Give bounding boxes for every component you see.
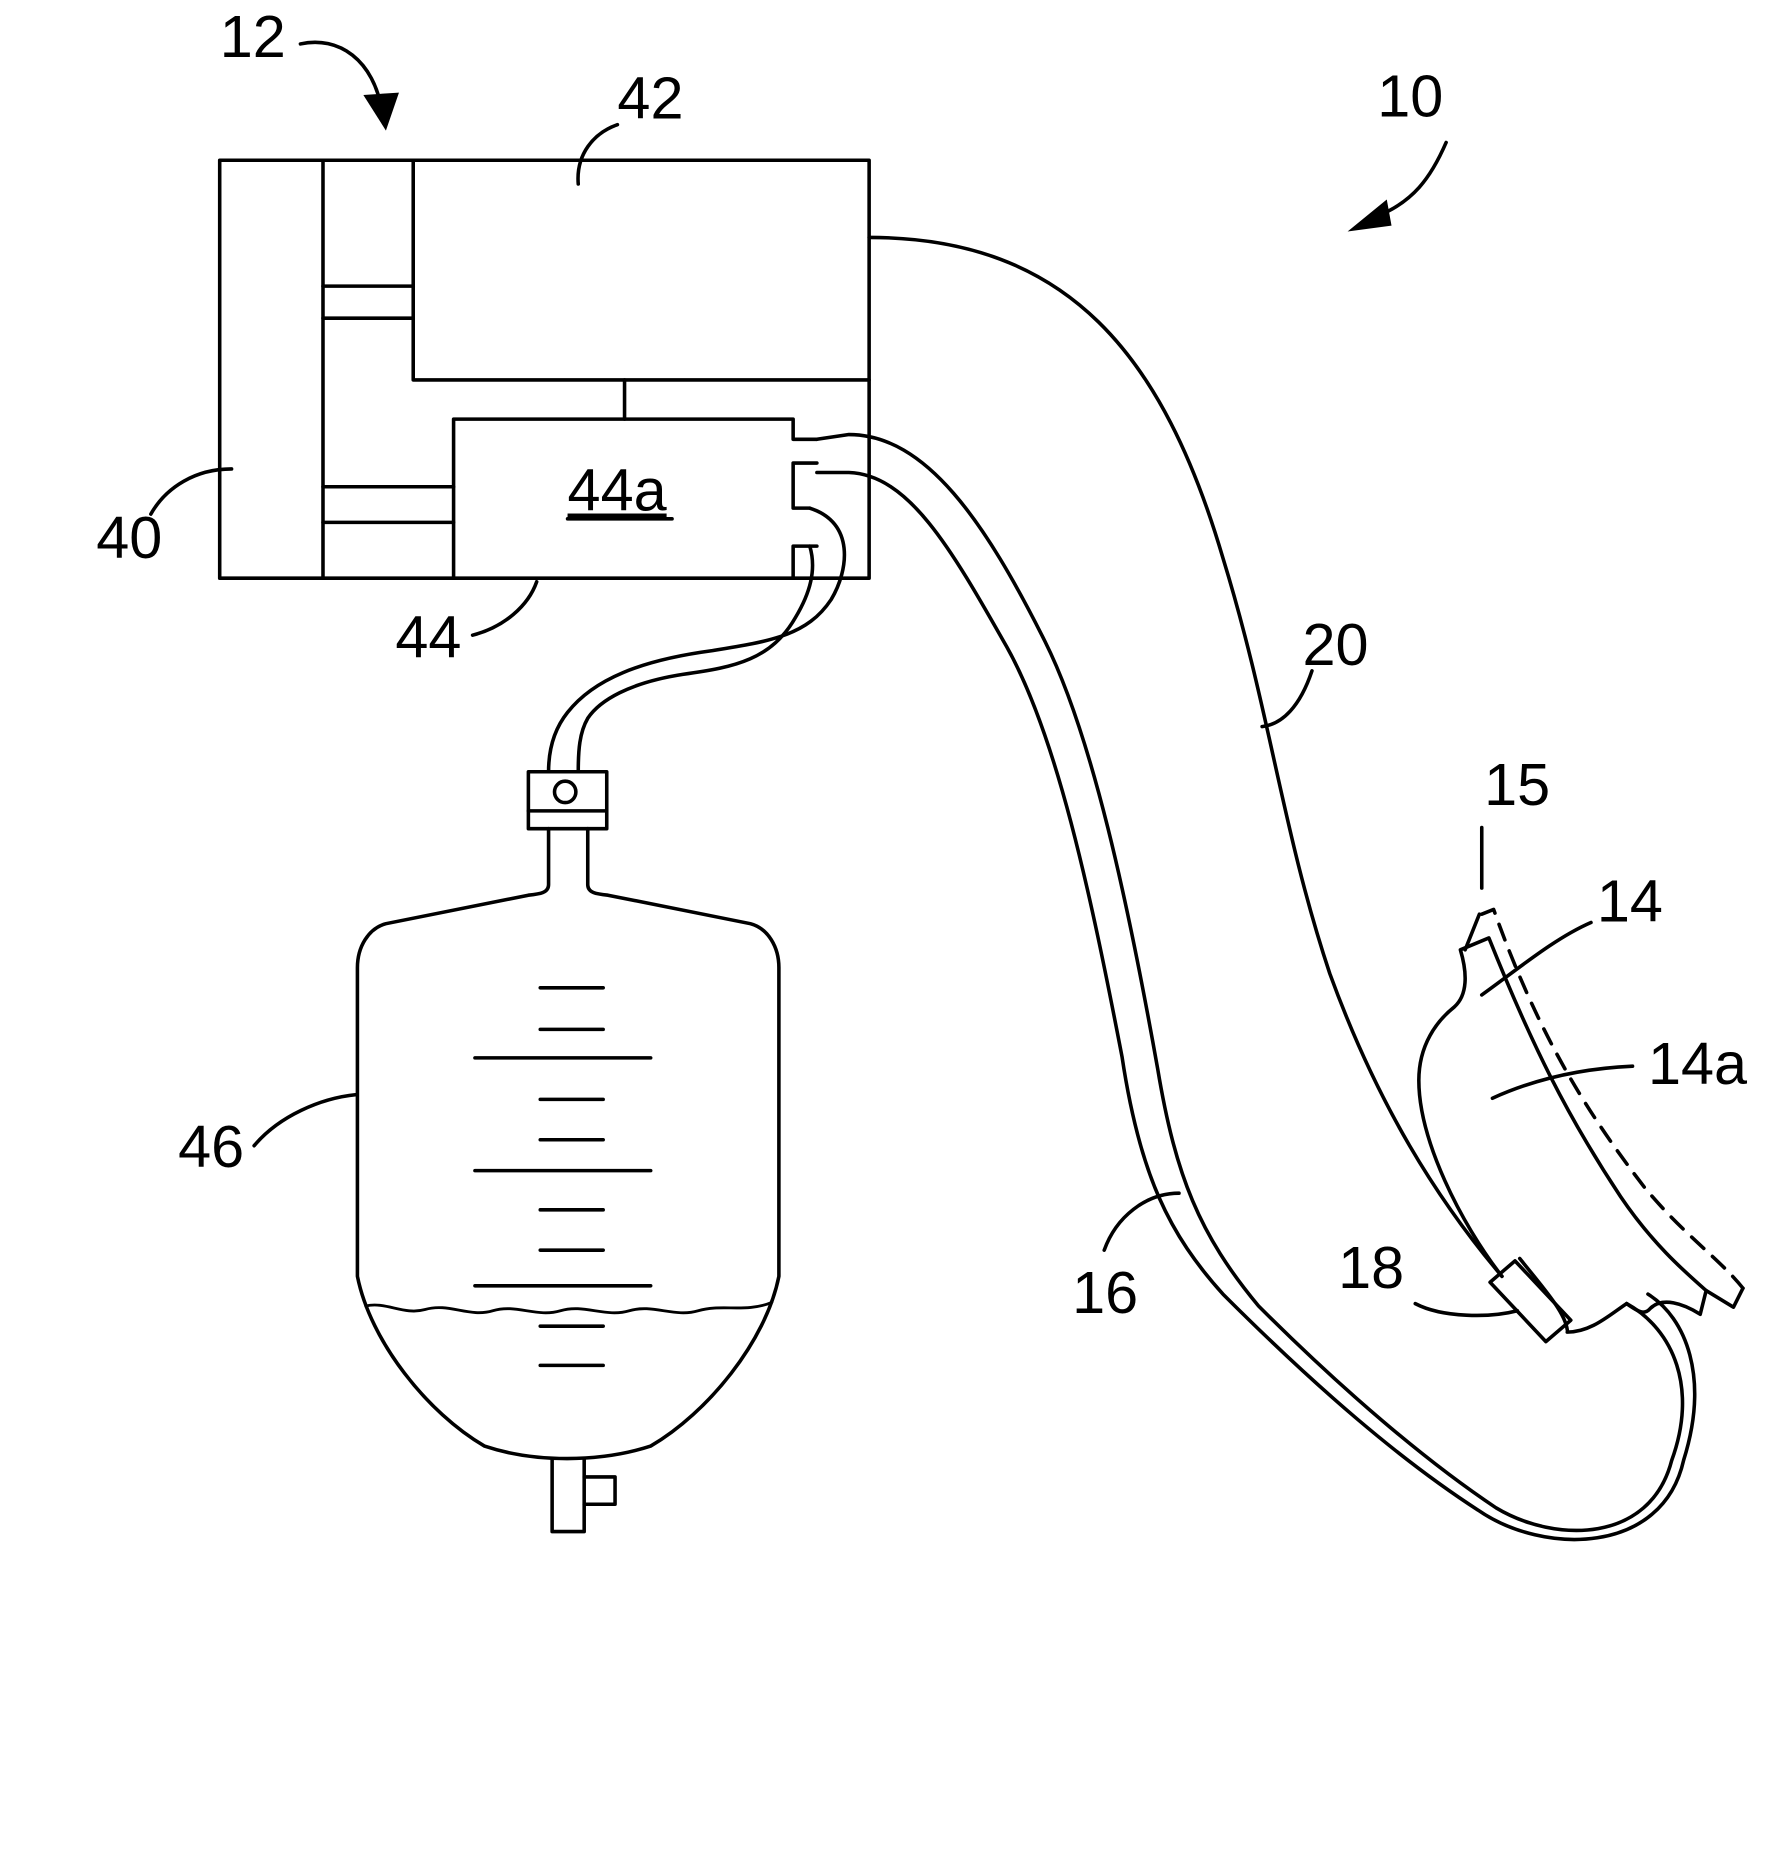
label-mask: 14 [1597,867,1663,934]
mask-14 [1419,909,1743,1341]
supply-tube-20 [869,237,1502,1276]
leader-lines [151,42,1633,1315]
control-unit [220,160,869,578]
label-mask-edge: 15 [1484,751,1550,818]
pump-port [793,463,817,508]
label-blower: 42 [617,65,683,132]
label-system: 10 [1377,62,1443,129]
label-mask-interior: 14a [1648,1030,1748,1097]
label-collection-bag: 46 [178,1113,244,1180]
label-sensor: 18 [1338,1234,1404,1301]
blower-42 [413,160,869,380]
drain-tube-16 [817,435,1695,1540]
label-supply-tube: 20 [1302,611,1368,678]
collection-bag-46 [357,829,778,1532]
arrowhead [1348,199,1392,231]
housing-outline [220,160,869,578]
label-drain-tube: 16 [1072,1259,1138,1326]
arrowhead [363,93,399,131]
label-controller: 12 [220,3,286,70]
label-pump: 44 [395,604,461,671]
label-pump-chamber: 44a [568,457,668,524]
reference-labels: 12 10 42 44a 40 44 20 15 14 14a 46 18 16 [96,3,1748,1326]
valve [528,772,606,829]
label-housing-wall: 40 [96,504,162,571]
